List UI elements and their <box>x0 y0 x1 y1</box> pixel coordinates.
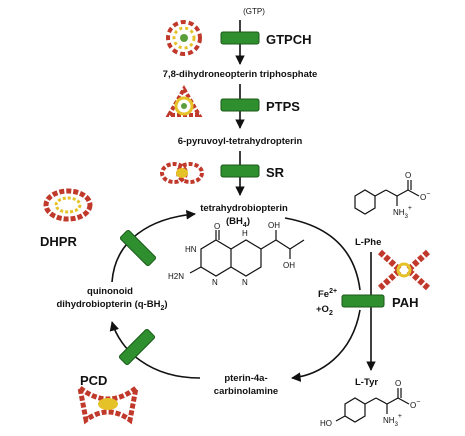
arrow-bh4-to-pah <box>284 217 361 291</box>
sr-label: SR <box>266 165 285 180</box>
bh4-hn: HN <box>185 245 197 254</box>
arrow-carb-to-qbh2 <box>109 321 201 379</box>
fe-label: Fe2+ <box>318 288 337 300</box>
gtpch-protein-icon <box>166 20 202 56</box>
ptps-bar <box>220 98 260 112</box>
bh4-n: N <box>212 278 218 287</box>
phe-nh3: NH3+ <box>393 205 412 220</box>
gtpch-label: GTPCH <box>266 32 312 47</box>
ptps-protein-icon <box>165 84 203 117</box>
pah-bar <box>341 294 385 308</box>
tyr-nh3: NH3+ <box>383 413 402 428</box>
carb-label-2: carbinolamine <box>214 386 278 397</box>
dntp-label: 7,8-dihydroneopterin triphosphate <box>163 69 318 80</box>
dhpr-bar <box>119 229 157 267</box>
pcd-label: PCD <box>80 373 107 388</box>
qbh2-abbrev: dihydrobiopterin (q-BH2) <box>56 299 167 312</box>
qbh2-label: quinonoid <box>87 286 133 297</box>
gtpch-bar <box>220 31 260 45</box>
dhpr-label: DHPR <box>40 234 77 249</box>
phe-ominus: O− <box>420 191 430 202</box>
gtp-label: (GTP) <box>243 7 265 16</box>
phe-label: L-Phe <box>355 237 381 248</box>
pah-label: PAH <box>392 295 418 310</box>
tyr-ominus: O− <box>410 399 420 410</box>
bh4-nh: N <box>242 278 248 287</box>
bh4-o: O <box>214 222 220 231</box>
tyr-o: O <box>395 379 401 388</box>
bh4-structure <box>189 230 305 277</box>
bh4-oh2: OH <box>283 261 295 270</box>
ptps-label: PTPS <box>266 99 300 114</box>
tyr-label: L-Tyr <box>355 377 378 388</box>
pah-protein-icon <box>377 249 431 291</box>
pcd-bar <box>118 328 156 366</box>
pcd-protein-icon <box>76 381 140 425</box>
sr-bar <box>220 164 260 178</box>
bh4-label: tetrahydrobiopterin <box>200 203 288 214</box>
tyr-ho: HO <box>320 419 332 428</box>
arrow-qbh2-to-bh4 <box>111 209 196 283</box>
arrow-pah-to-carb <box>291 309 361 382</box>
phe-o: O <box>405 171 411 180</box>
carb-label-1: pterin-4a- <box>224 373 267 384</box>
bh4-h2n: H2N <box>168 272 184 281</box>
ppt-label: 6-pyruvoyl-tetrahydropterin <box>178 136 303 147</box>
dhpr-protein-icon <box>43 188 93 222</box>
bh4-h: H <box>242 229 248 238</box>
sr-protein-icon <box>160 162 204 184</box>
o2-label: +O2 <box>316 304 333 317</box>
phe-structure <box>354 180 420 215</box>
tyr-structure <box>335 388 410 423</box>
bh4-abbrev: (BH4) <box>226 216 250 229</box>
bh4-oh1: OH <box>268 221 280 230</box>
